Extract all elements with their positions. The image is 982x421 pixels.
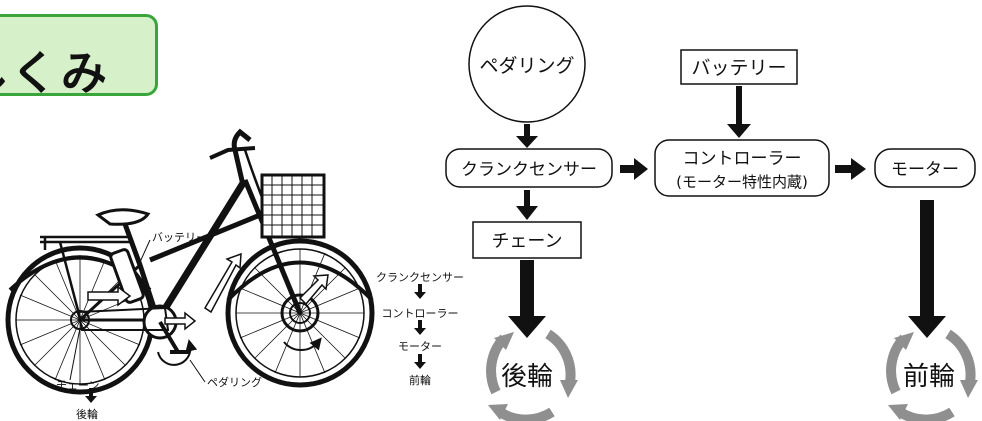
title-box: しくみ xyxy=(0,14,158,100)
motor-label: モーター xyxy=(891,160,959,180)
controller-sublabel: (モーター特性内蔵) xyxy=(676,173,808,191)
small-down-arrows xyxy=(85,284,426,403)
bike-power-arrows xyxy=(87,252,329,331)
controller-label: コントローラー xyxy=(683,149,802,169)
bike-label-chain: チェーン xyxy=(56,379,99,392)
rear-wheel-cycle-heads xyxy=(488,332,578,420)
motor-node xyxy=(874,148,976,188)
mini-flow-item: 前輪 xyxy=(409,373,431,387)
chain-label: チェーン xyxy=(491,231,562,252)
bike-label-rear-wheel: 後輪 xyxy=(76,407,98,421)
flow-arrows xyxy=(508,86,946,338)
chain-node xyxy=(472,221,582,259)
crank-sensor-node xyxy=(445,148,613,188)
page-title: しくみ xyxy=(0,46,109,100)
controller-node xyxy=(654,139,830,197)
pedaling-node xyxy=(468,5,586,123)
battery-label: バッテリー xyxy=(691,57,786,79)
mini-flow-item: モーター xyxy=(398,340,442,353)
rear-wheel-label: 後輪 xyxy=(501,362,553,392)
bicycle-illustration xyxy=(5,128,375,395)
pedaling-label: ペダリング xyxy=(479,55,574,77)
front-wheel-cycle-heads xyxy=(888,332,978,420)
bike-label-pedaling: ペダリング xyxy=(207,375,262,389)
front-wheel-label: 前輪 xyxy=(903,362,955,392)
crank-sensor-label: クランクセンサー xyxy=(461,160,597,180)
battery-node xyxy=(680,49,798,85)
mini-flow-item: コントローラー xyxy=(382,307,459,320)
flow-diagram xyxy=(445,5,976,259)
mini-flow-item: クランクセンサー xyxy=(376,271,464,284)
bike-label-battery: バッテリー xyxy=(152,231,207,244)
basket-graphic xyxy=(260,173,326,239)
